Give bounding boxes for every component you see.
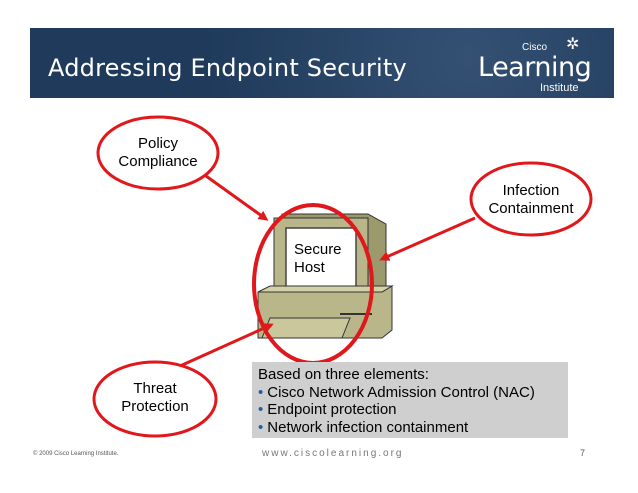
computer-icon bbox=[257, 213, 394, 339]
secure-host-label: Secure Host bbox=[294, 241, 342, 277]
host-label-line1: Secure bbox=[294, 241, 342, 258]
elements-heading: Based on three elements: bbox=[258, 366, 429, 383]
cisco-learning-institute-logo: ✲ Cisco Learning Institute bbox=[478, 30, 608, 96]
page-number: 7 bbox=[580, 448, 586, 458]
threat-label-line1: Threat bbox=[133, 380, 177, 397]
logo-institute-text: Institute bbox=[540, 82, 579, 94]
bullet-icon: • bbox=[258, 383, 264, 401]
list-item: •Network infection containment bbox=[258, 419, 562, 437]
policy-label-line2: Compliance bbox=[118, 153, 198, 170]
bullet-icon: • bbox=[258, 401, 264, 418]
list-item: •Cisco Network Admission Control (NAC) bbox=[258, 384, 562, 402]
policy-arrow bbox=[205, 174, 269, 221]
infection-containment-ellipse bbox=[469, 161, 593, 237]
threat-arrow bbox=[179, 323, 274, 368]
copyright-text: © 2009 Cisco Learning Institute. bbox=[33, 451, 119, 457]
logo-learning-text: Learning bbox=[478, 52, 592, 83]
infection-containment-label: Infection Containment bbox=[478, 182, 584, 218]
title-banner: Addressing Endpoint Security ✲ Cisco Lea… bbox=[30, 28, 614, 98]
tree-icon: ✲ bbox=[566, 36, 580, 53]
list-item-text: Network infection containment bbox=[267, 418, 469, 436]
elements-list: •Cisco Network Admission Control (NAC) •… bbox=[258, 384, 562, 437]
infection-label-line1: Infection bbox=[502, 182, 560, 199]
slide-title: Addressing Endpoint Security bbox=[48, 54, 407, 82]
infection-label-line2: Containment bbox=[488, 200, 574, 217]
bullet-icon: • bbox=[258, 418, 264, 436]
infection-arrow bbox=[379, 216, 476, 261]
logo-cisco-text: Cisco bbox=[522, 42, 548, 53]
host-label-line2: Host bbox=[294, 259, 325, 276]
website-link[interactable]: www.ciscolearning.org bbox=[262, 448, 404, 459]
threat-protection-ellipse bbox=[92, 360, 218, 438]
list-item-text: Endpoint protection bbox=[267, 401, 397, 418]
policy-compliance-label: Policy Compliance bbox=[108, 135, 208, 171]
policy-compliance-ellipse bbox=[96, 115, 220, 191]
three-elements-box: Based on three elements: •Cisco Network … bbox=[252, 362, 568, 438]
list-item-text: Cisco Network Admission Control (NAC) bbox=[267, 383, 535, 401]
threat-label-line2: Protection bbox=[121, 398, 189, 415]
threat-protection-label: Threat Protection bbox=[105, 380, 205, 416]
list-item: •Endpoint protection bbox=[258, 401, 562, 419]
policy-label-line1: Policy bbox=[137, 135, 178, 152]
